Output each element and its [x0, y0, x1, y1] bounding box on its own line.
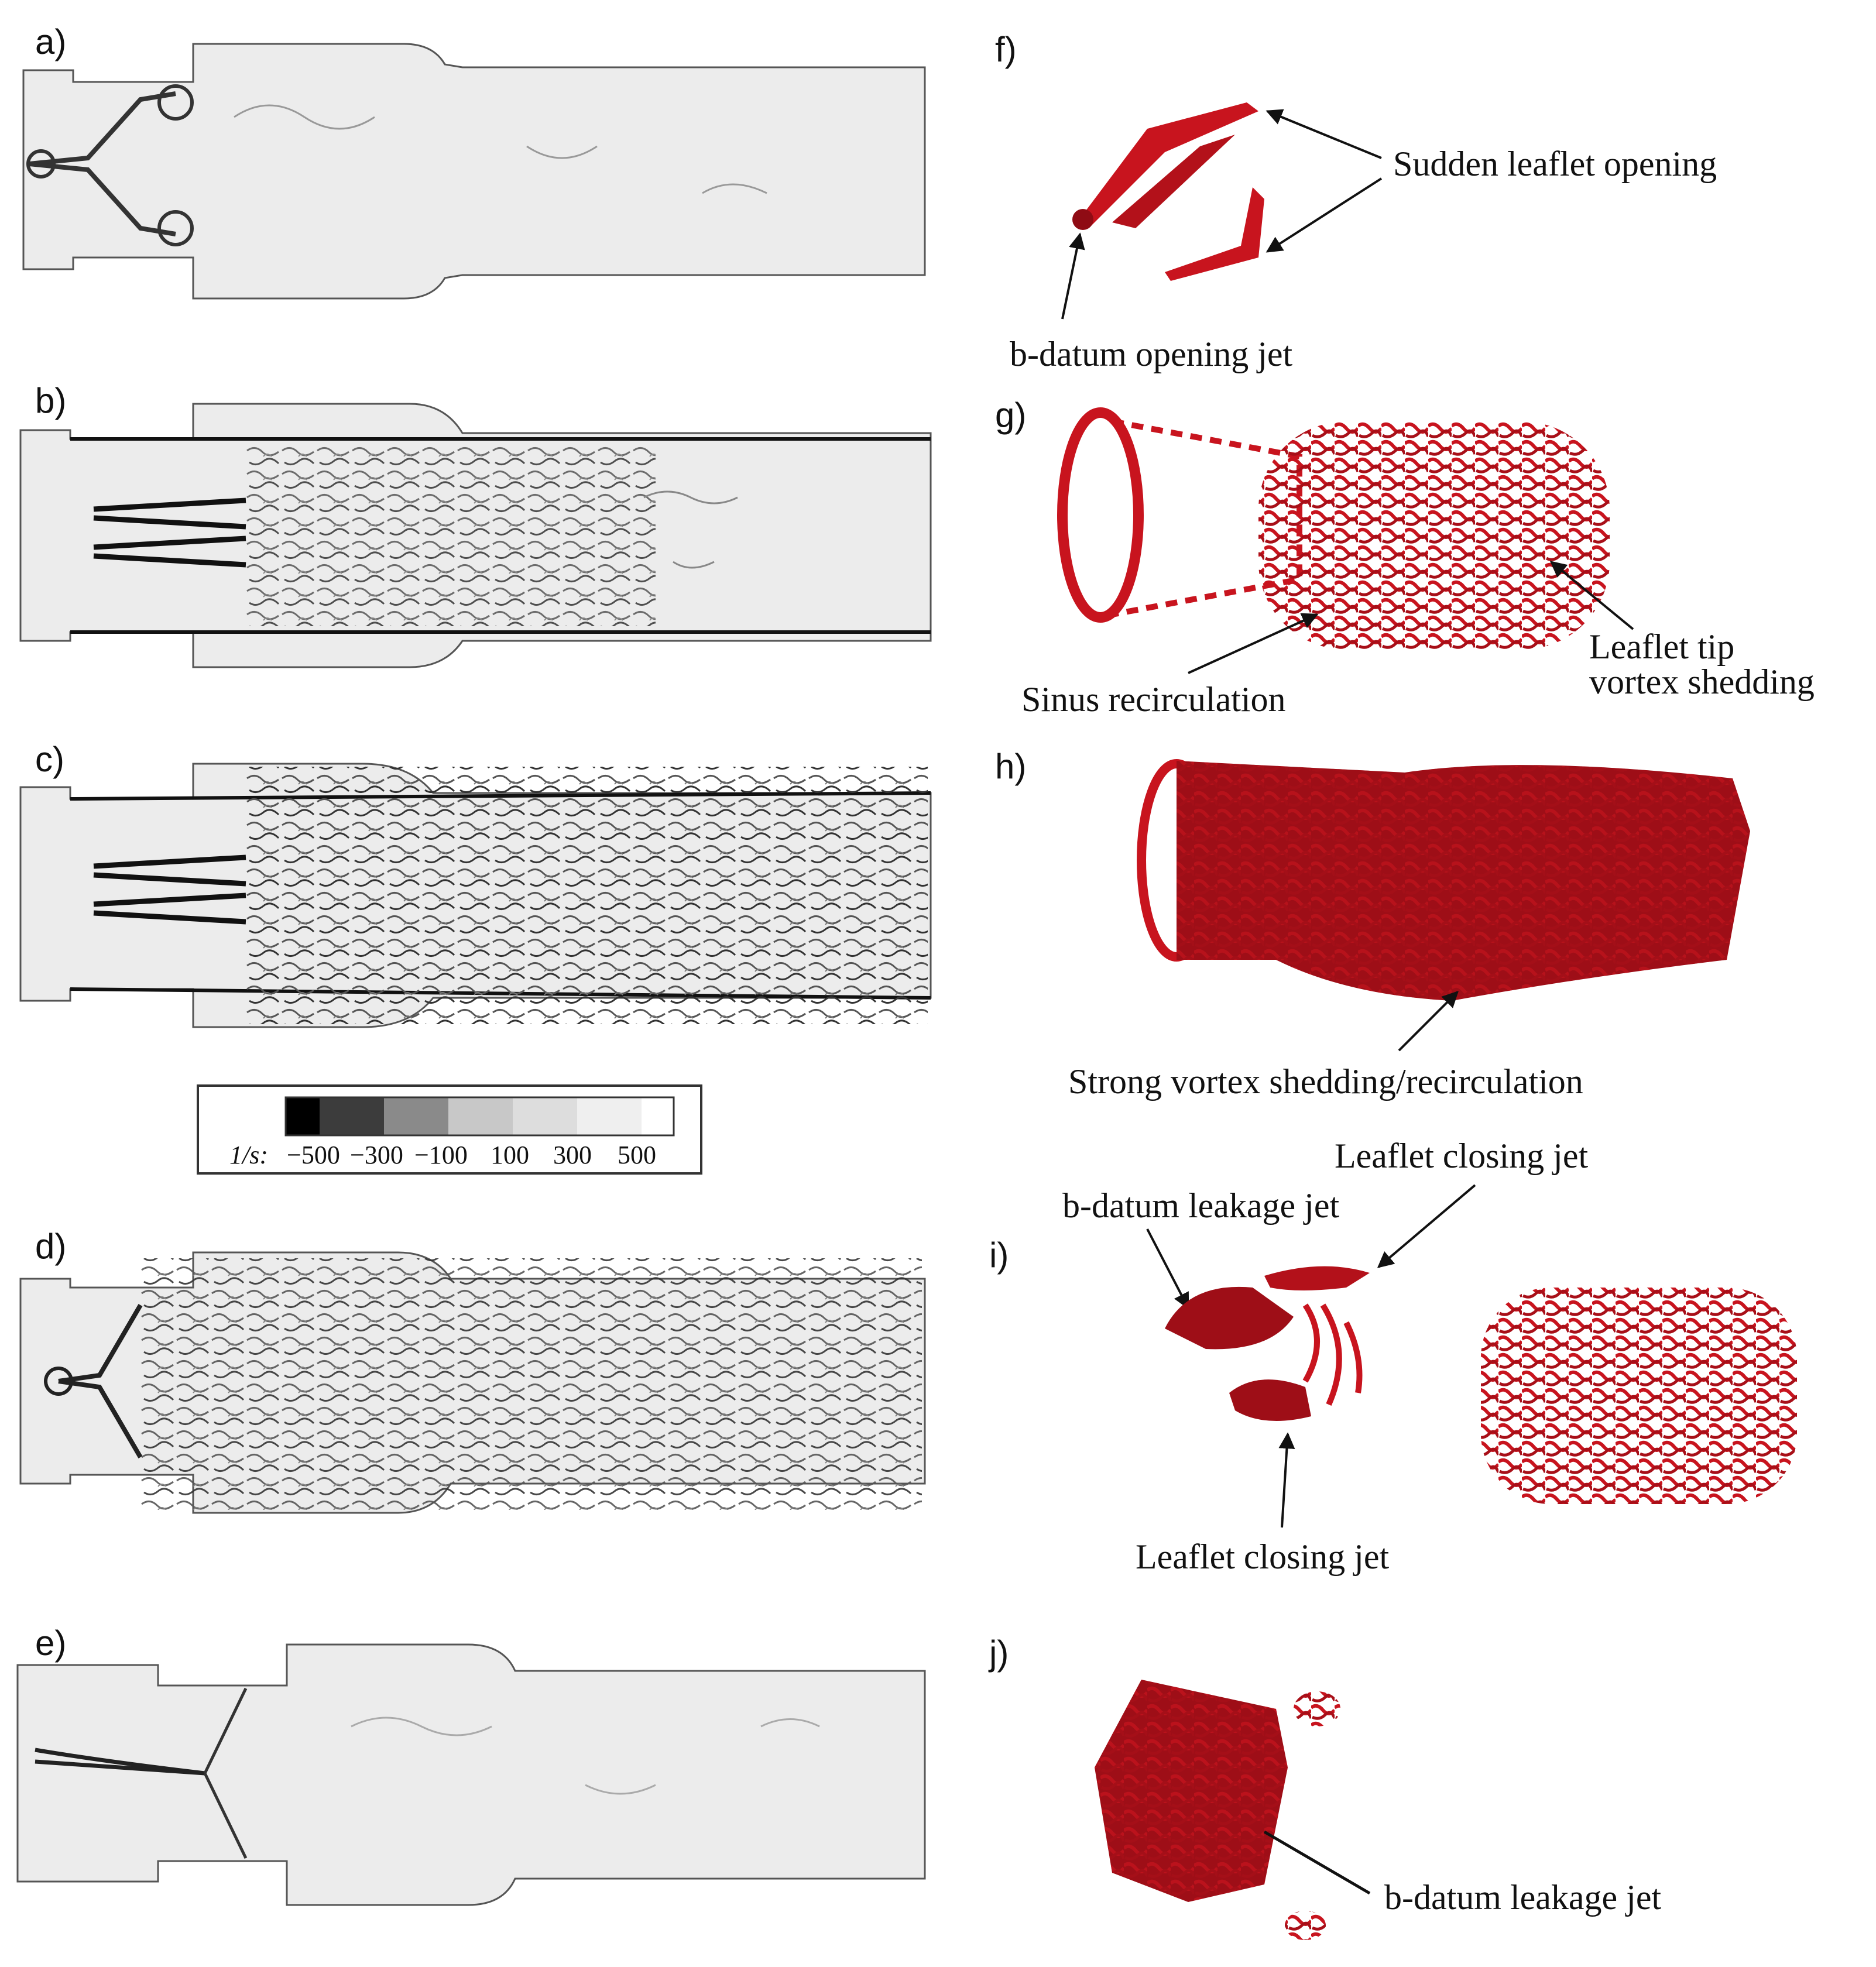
arrow: [1278, 1432, 1295, 1528]
vorticity-slice-d: [19, 1251, 926, 1514]
vorticity-slice-c: [19, 763, 932, 1028]
panel-label-e: e): [35, 1623, 66, 1663]
annotation-f-jet: b-datum opening jet: [1010, 335, 1293, 373]
panel-label-d: d): [35, 1227, 66, 1266]
annotation-i-leak: b-datum leakage jet: [1062, 1186, 1339, 1225]
colorbar-tick: 500: [618, 1141, 656, 1169]
vorticity-slice-a: [22, 43, 926, 300]
arrow: [1377, 1184, 1476, 1268]
vortex-structure-i: [1165, 1266, 1797, 1504]
colorbar-tick: −300: [350, 1141, 403, 1169]
arrow: [1549, 561, 1634, 630]
colorbar-swatch-4: [513, 1097, 577, 1135]
colorbar-tick: −100: [414, 1141, 468, 1169]
panel-label-g: g): [995, 396, 1026, 435]
colorbar-swatch-1: [320, 1097, 384, 1135]
arrow: [1061, 232, 1085, 320]
colorbar-tick: −500: [287, 1141, 340, 1169]
arrow: [1188, 613, 1319, 674]
arrow: [1265, 109, 1382, 159]
colorbar-tick: 300: [553, 1141, 592, 1169]
panel-label-b: b): [35, 381, 66, 420]
colorbar-swatch-0: [286, 1097, 320, 1135]
vortex-structure-g: [1057, 407, 1610, 650]
annotation-h-main: Strong vortex shedding/recirculation: [1068, 1062, 1583, 1101]
colorbar-swatch-2: [384, 1097, 448, 1135]
panel-label-c: c): [35, 740, 64, 779]
vortex-structure-h: [1137, 759, 1750, 1001]
panel-label-h: h): [995, 747, 1026, 786]
colorbar-swatch-5: [577, 1097, 642, 1135]
arrow: [1398, 991, 1459, 1052]
arrow: [1263, 1830, 1371, 1895]
panel-label-f: f): [995, 30, 1017, 69]
annotation-g-tip-1: Leaflet tip: [1589, 627, 1734, 666]
colorbar-swatch-3: [448, 1097, 513, 1135]
annotation-g-sinus: Sinus recirculation: [1021, 680, 1286, 719]
colorbar-swatch-6: [642, 1097, 674, 1135]
panel-label-j: j): [988, 1633, 1009, 1673]
arrow: [1146, 1228, 1189, 1310]
colorbar-tick: 100: [491, 1141, 529, 1169]
annotation-i-close-top: Leaflet closing jet: [1335, 1137, 1588, 1175]
colorbar-unit: 1/s:: [229, 1141, 268, 1169]
annotation-i-close-bottom: Leaflet closing jet: [1136, 1537, 1389, 1576]
arrow: [1265, 177, 1383, 253]
annotation-j-leak: b-datum leakage jet: [1384, 1878, 1661, 1917]
panel-label-a: a): [35, 22, 66, 61]
vortex-structure-j: [1095, 1680, 1340, 1940]
colorbar: 1/s: −500 −300 −100 100 300 500: [197, 1084, 702, 1175]
annotation-g-tip-2: vortex shedding: [1589, 662, 1815, 701]
vortex-structure-f: [1072, 102, 1264, 281]
annotation-f-main: Sudden leaflet opening: [1393, 145, 1717, 183]
panel-label-i: i): [989, 1235, 1009, 1275]
vorticity-slice-e: [16, 1643, 926, 1906]
vorticity-slice-b: [19, 403, 932, 668]
